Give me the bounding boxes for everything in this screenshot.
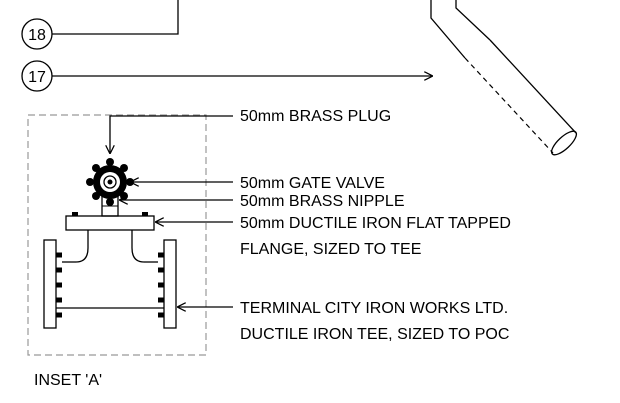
angled-pipe bbox=[430, 0, 578, 156]
label-flange-line1: 50mm DUCTILE IRON FLAT TAPPED bbox=[240, 215, 511, 232]
label-brass-nipple: 50mm BRASS NIPPLE bbox=[240, 193, 405, 210]
tee-left-flange bbox=[43, 239, 57, 329]
tee-right-flange bbox=[163, 239, 177, 329]
callout-17: 17 bbox=[21, 60, 432, 92]
inset-border bbox=[27, 114, 207, 356]
label-brass-plug: 50mm BRASS PLUG bbox=[240, 108, 391, 125]
callout-18-number: 18 bbox=[28, 27, 46, 44]
pipe-end-cap bbox=[550, 130, 578, 156]
label-gate-valve: 50mm GATE VALVE bbox=[240, 175, 385, 192]
brass-plug-leader bbox=[110, 115, 233, 153]
label-tee-line1: TERMINAL CITY IRON WORKS LTD. bbox=[240, 300, 508, 317]
gate-valve bbox=[86, 158, 134, 206]
flat-tapped-flange bbox=[65, 215, 155, 231]
callout-18-leader bbox=[52, 0, 179, 35]
tee-assembly bbox=[43, 212, 177, 329]
inset-title: INSET 'A' bbox=[34, 372, 102, 389]
callout-18: 18 bbox=[21, 0, 179, 50]
label-flange-line2: FLANGE, SIZED TO TEE bbox=[240, 241, 421, 258]
callout-17-number: 17 bbox=[28, 69, 46, 86]
label-tee-line2: DUCTILE IRON TEE, SIZED TO POC bbox=[240, 326, 509, 343]
